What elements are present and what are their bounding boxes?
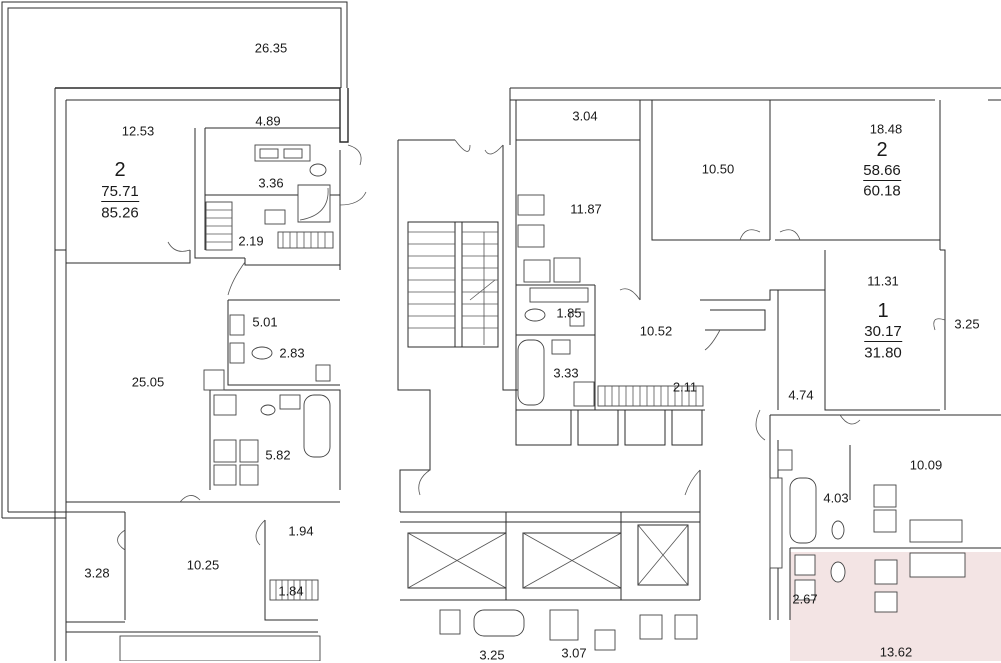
apartment-total-area: 31.80 bbox=[864, 344, 902, 362]
room-area: 3.25 bbox=[479, 647, 505, 663]
room-area: 10.52 bbox=[639, 323, 673, 339]
room-area: 1.84 bbox=[278, 583, 304, 599]
room-area: 11.31 bbox=[867, 273, 899, 289]
room-area: 2.19 bbox=[238, 233, 264, 249]
room-area: 3.28 bbox=[84, 565, 110, 581]
room-area: 4.89 bbox=[255, 113, 281, 129]
room-area-terrace: 26.35 bbox=[254, 40, 288, 56]
apartment-living-area: 58.66 bbox=[863, 162, 901, 181]
room-area: 2.11 bbox=[672, 379, 698, 395]
room-area: 10.50 bbox=[701, 161, 735, 177]
apartment-rooms: 2 bbox=[114, 159, 126, 181]
fixtures bbox=[119, 144, 966, 661]
room-area: 18.48 bbox=[869, 121, 903, 137]
room-area: 3.25 bbox=[954, 316, 980, 332]
room-area: 5.82 bbox=[265, 447, 291, 463]
room-area: 10.25 bbox=[186, 557, 220, 573]
apartment-living-area: 75.71 bbox=[101, 183, 139, 202]
terrace bbox=[1, 1, 348, 519]
room-area: 12.53 bbox=[121, 123, 155, 139]
apartment-total-area: 60.18 bbox=[863, 182, 901, 200]
room-area: 5.01 bbox=[252, 314, 278, 330]
room-area: 11.87 bbox=[570, 201, 602, 217]
room-area: 25.05 bbox=[131, 374, 165, 390]
apartment-living-area: 30.17 bbox=[864, 323, 902, 342]
central-core bbox=[397, 139, 701, 601]
room-area: 3.07 bbox=[561, 645, 587, 661]
room-area: 2.67 bbox=[792, 591, 818, 607]
room-area: 1.94 bbox=[288, 523, 314, 539]
room-area: 3.33 bbox=[553, 365, 579, 381]
left-apartment-walls bbox=[54, 87, 349, 661]
room-area: 10.09 bbox=[909, 457, 943, 473]
middle-apartment-walls bbox=[509, 87, 1001, 446]
room-area: 13.62 bbox=[879, 644, 913, 660]
apartment-rooms: 1 bbox=[877, 300, 889, 322]
room-area: 3.36 bbox=[258, 175, 284, 191]
doors bbox=[117, 139, 946, 551]
room-area: 3.04 bbox=[572, 108, 598, 124]
room-area: 4.74 bbox=[788, 387, 814, 403]
apartment-rooms: 2 bbox=[876, 139, 888, 161]
room-area: 2.83 bbox=[279, 345, 305, 361]
apartment-total-area: 85.26 bbox=[101, 204, 139, 222]
room-area: 4.03 bbox=[823, 490, 849, 506]
room-area: 1.85 bbox=[556, 305, 582, 321]
